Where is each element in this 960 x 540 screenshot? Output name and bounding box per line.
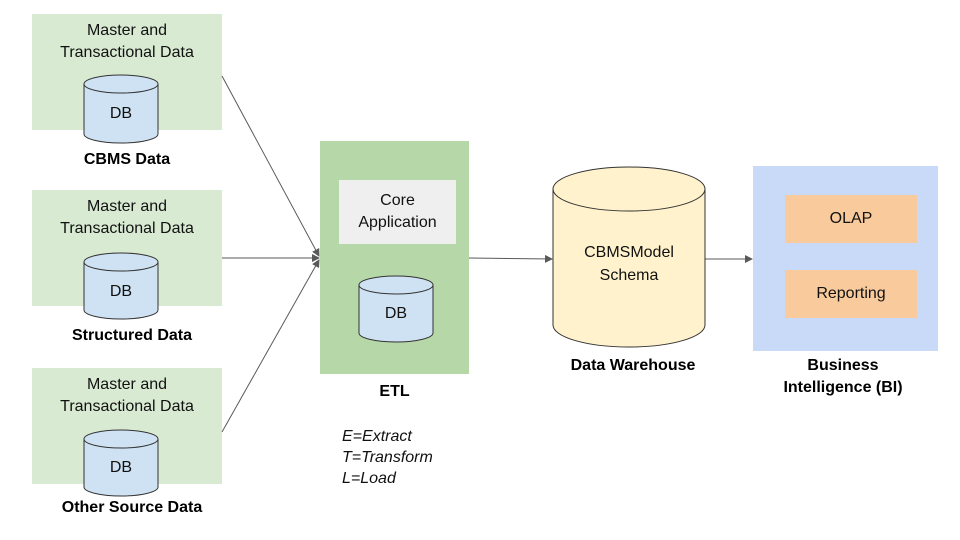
source-title: Master and Transactional Data: [60, 22, 194, 61]
source-label-other: Other Source Data: [61, 499, 203, 516]
db-cylinder-cbms: DB: [83, 74, 159, 144]
bi-label-line2: Intelligence (BI): [783, 379, 903, 396]
arrow-other-to-etl: [221, 259, 320, 433]
warehouse-label: Data Warehouse: [570, 357, 696, 374]
arrow-cbms-to-etl: [221, 75, 320, 257]
arrow-etl-to-warehouse: [468, 254, 553, 263]
db-cylinder-structured: DB: [83, 252, 159, 320]
source-label-cbms: CBMS Data: [83, 151, 171, 168]
olap-box: OLAP: [785, 195, 917, 243]
source-title: Master and Transactional Data: [60, 376, 194, 415]
source-label-structured: Structured Data: [71, 327, 193, 344]
warehouse-schema-line1: CBMSModel: [584, 244, 674, 261]
reporting-box: Reporting: [785, 270, 917, 318]
warehouse-cylinder: CBMSModel Schema: [552, 166, 706, 348]
db-cylinder-other: DB: [83, 429, 159, 497]
bi-label-line1: Business: [807, 357, 879, 374]
db-cylinder-etl: DB: [358, 275, 434, 343]
source-box-structured: Master and Transactional Data: [32, 190, 222, 306]
arrows: [221, 75, 753, 433]
etl-legend-extract: E=Extract: [342, 428, 412, 445]
etl-legend-load: L=Load: [342, 470, 396, 487]
db-label: DB: [110, 459, 132, 476]
db-label: DB: [110, 105, 132, 122]
db-label: DB: [110, 283, 132, 300]
db-label: DB: [385, 305, 407, 322]
source-title: Master and Transactional Data: [60, 198, 194, 237]
warehouse-schema-line2: Schema: [600, 267, 659, 284]
etl-label: ETL: [379, 383, 410, 400]
etl-legend-transform: T=Transform: [342, 449, 433, 466]
core-application-box: Core Application: [339, 180, 456, 244]
